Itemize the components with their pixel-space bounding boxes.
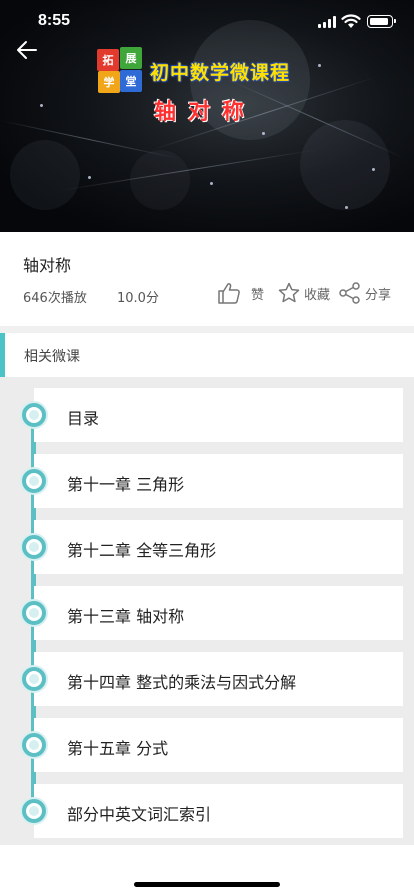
list-item-label: 第十三章 轴对称 (67, 607, 185, 626)
lesson-score: 10.0分 (117, 291, 159, 306)
list-item-label: 第十五章 分式 (67, 739, 169, 758)
logo-tile: 展 (120, 47, 142, 69)
home-indicator[interactable] (134, 882, 280, 887)
list-item-label: 目录 (67, 409, 100, 428)
status-bar: 8:55 (0, 0, 414, 44)
video-player[interactable]: 8:55 拓 展 学 堂 初中数学微课程 轴对称 (0, 0, 414, 232)
timeline-node (22, 799, 46, 823)
list-item[interactable]: 目录 (34, 388, 403, 442)
section-accent-bar (0, 333, 5, 377)
status-time: 8:55 (38, 12, 71, 29)
course-logo: 拓 展 学 堂 (97, 47, 143, 93)
share-button[interactable]: 分享 (338, 279, 391, 307)
share-icon (339, 282, 360, 304)
banner-lesson-title: 轴对称 (154, 99, 257, 125)
timeline-node (22, 733, 46, 757)
thumbs-up-icon (218, 283, 240, 304)
like-button[interactable]: 赞 (216, 279, 264, 307)
list-item-label: 第十一章 三角形 (67, 475, 185, 494)
timeline-node (22, 601, 46, 625)
banner-course-name: 初中数学微课程 (150, 62, 291, 84)
list-item[interactable]: 第十四章 整式的乘法与因式分解 (34, 652, 403, 706)
share-label: 分享 (365, 287, 392, 303)
list-item[interactable]: 第十五章 分式 (34, 718, 403, 772)
logo-tile: 拓 (97, 49, 119, 71)
list-item[interactable]: 第十二章 全等三角形 (34, 520, 403, 574)
bottom-area (0, 845, 414, 896)
list-item[interactable]: 部分中英文词汇索引 (34, 784, 403, 838)
wifi-icon (341, 14, 361, 28)
star-icon (278, 282, 300, 303)
timeline-node (22, 535, 46, 559)
lesson-title: 轴对称 (23, 256, 72, 275)
list-item-label: 部分中英文词汇索引 (67, 805, 212, 824)
lesson-info: 轴对称 646次播放 10.0分 赞 收藏 分享 (0, 232, 414, 326)
play-count: 646次播放 (23, 291, 87, 306)
list-item[interactable]: 第十一章 三角形 (34, 454, 403, 508)
favorite-button[interactable]: 收藏 (277, 279, 330, 307)
related-header-label: 相关微课 (24, 349, 80, 365)
divider (0, 326, 414, 333)
timeline-node (22, 403, 46, 427)
signal-icon (318, 16, 336, 28)
related-header: 相关微课 (0, 333, 414, 377)
timeline-node (22, 469, 46, 493)
list-item-label: 第十二章 全等三角形 (67, 541, 217, 560)
battery-icon (367, 15, 396, 28)
like-label: 赞 (251, 287, 265, 303)
back-arrow-icon[interactable] (14, 37, 40, 63)
list-item-label: 第十四章 整式的乘法与因式分解 (67, 673, 297, 692)
logo-tile: 堂 (120, 70, 142, 92)
favorite-label: 收藏 (304, 287, 331, 303)
logo-tile: 学 (98, 71, 120, 93)
timeline-node (22, 667, 46, 691)
list-item[interactable]: 第十三章 轴对称 (34, 586, 403, 640)
